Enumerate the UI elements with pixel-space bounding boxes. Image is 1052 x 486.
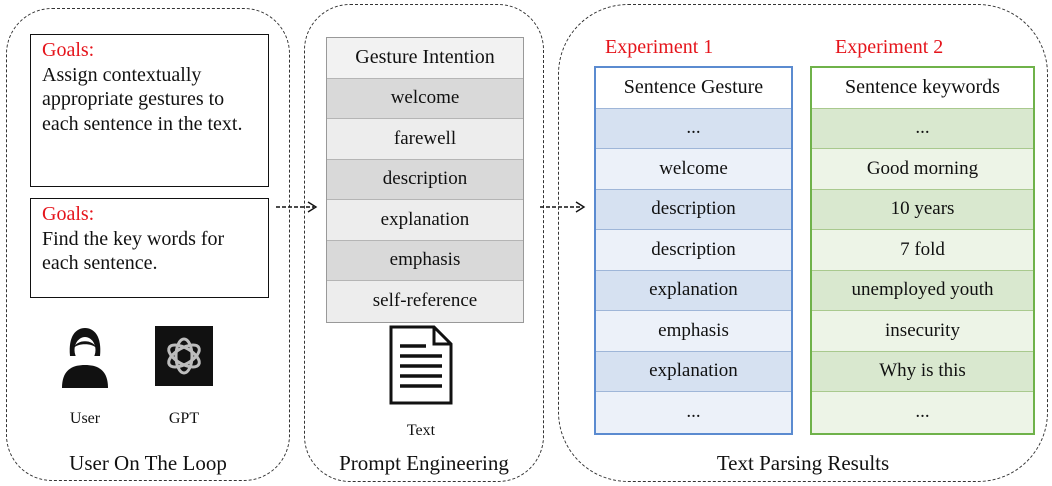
sentence-keywords-table: Sentence keywords ... Good morning 10 ye… — [810, 66, 1035, 435]
text-label: Text — [406, 422, 436, 439]
table-row: emphasis — [327, 240, 523, 281]
text-parsing-results-panel — [558, 4, 1048, 482]
table-row: Good morning — [812, 149, 1033, 190]
table-row: description — [327, 159, 523, 200]
table-row: insecurity — [812, 311, 1033, 352]
panel-caption-user-loop: User On The Loop — [69, 451, 227, 475]
goal-label: Goals: — [42, 39, 95, 61]
panel-caption-prompt-engineering: Prompt Engineering — [339, 451, 509, 475]
panel-caption-text-parsing: Text Parsing Results — [716, 451, 890, 475]
table-row: explanation — [596, 270, 791, 311]
table-row: ... — [812, 108, 1033, 149]
arrow-right-icon — [276, 201, 318, 213]
table-row: emphasis — [596, 311, 791, 352]
table-row: description — [596, 230, 791, 271]
gpt-label: GPT — [168, 410, 200, 427]
table-row: Why is this — [812, 351, 1033, 392]
document-icon — [389, 325, 453, 405]
user-icon — [62, 328, 108, 388]
gesture-intention-table: Gesture Intention welcome farewell descr… — [326, 37, 524, 323]
table-row: explanation — [327, 200, 523, 241]
prompt-engineering-panel — [304, 4, 544, 482]
arrow-right-icon — [540, 201, 586, 213]
sentence-gesture-table: Sentence Gesture ... welcome description… — [594, 66, 793, 435]
table-row: 10 years — [812, 189, 1033, 230]
table-row: welcome — [596, 149, 791, 190]
goal-text: Assign contextually appropriate gestures… — [42, 63, 243, 135]
experiment-1-title: Experiment 1 — [605, 36, 714, 58]
table-row: self-reference — [327, 281, 523, 322]
table-row: description — [596, 189, 791, 230]
gpt-icon — [155, 326, 213, 386]
goal-text: Find the key words for each sentence. — [42, 227, 225, 275]
table-header: Sentence keywords — [812, 68, 1033, 109]
table-row: welcome — [327, 78, 523, 119]
table-header: Gesture Intention — [327, 38, 523, 79]
experiment-2-title: Experiment 2 — [835, 36, 944, 58]
table-row: ... — [812, 392, 1033, 433]
table-row: farewell — [327, 119, 523, 160]
goal-box-gestures: Goals: Assign contextually appropriate g… — [30, 34, 269, 187]
user-on-the-loop-panel — [6, 8, 290, 481]
table-row: unemployed youth — [812, 270, 1033, 311]
table-header: Sentence Gesture — [596, 68, 791, 109]
user-label: User — [69, 410, 101, 427]
goal-label: Goals: — [42, 203, 95, 225]
table-row: ... — [596, 392, 791, 433]
table-row: ... — [596, 108, 791, 149]
table-row: 7 fold — [812, 230, 1033, 271]
goal-box-keywords: Goals: Find the key words for each sente… — [30, 198, 269, 298]
table-row: explanation — [596, 351, 791, 392]
